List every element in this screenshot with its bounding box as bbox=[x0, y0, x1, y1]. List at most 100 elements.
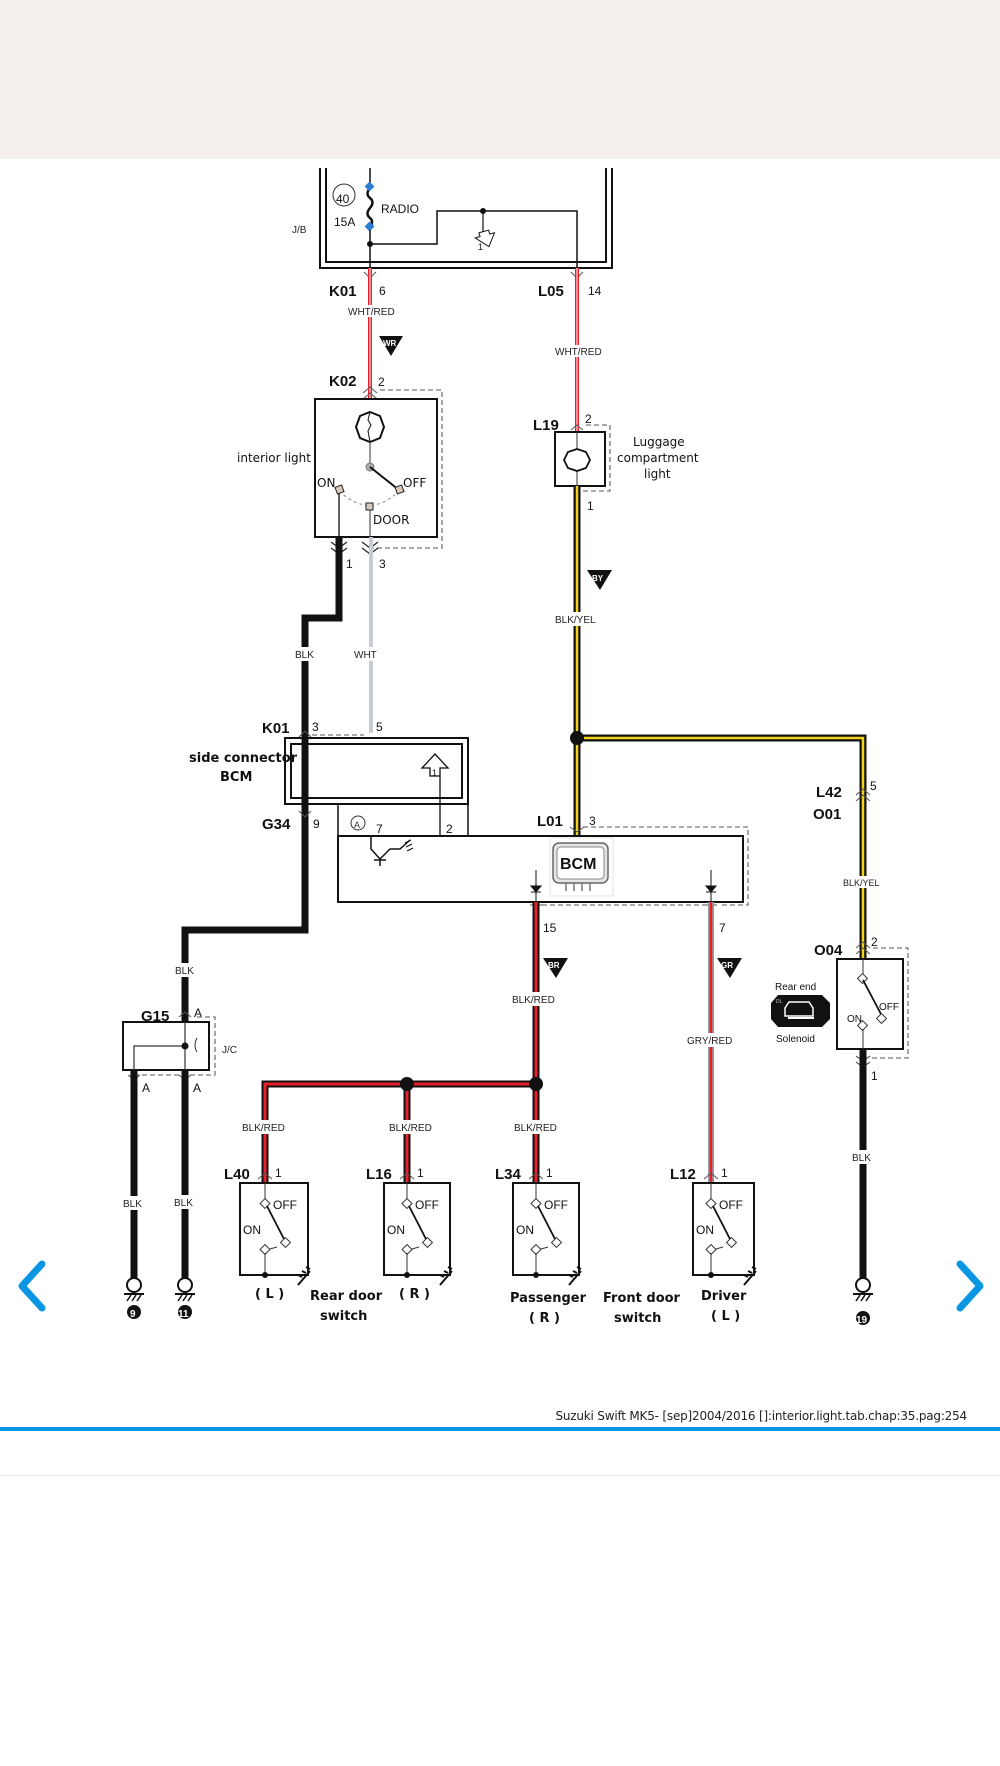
connector-pin: 6 bbox=[379, 284, 386, 298]
connector-pin: 2 bbox=[378, 375, 385, 389]
next-page-button[interactable] bbox=[950, 1258, 990, 1314]
switch-off-label: OFF bbox=[403, 476, 426, 490]
bcm-label: BCM bbox=[560, 856, 596, 873]
connector-pin: 5 bbox=[870, 779, 877, 793]
connector-id: G34 bbox=[262, 816, 291, 833]
ground-number: 9 bbox=[130, 1309, 136, 1320]
connector-id: L12 bbox=[670, 1166, 696, 1183]
connector-id: L16 bbox=[366, 1166, 392, 1183]
side-connector-bcm: K01 3 5 side connector BCM 1 G34 9 A 7 2 bbox=[186, 720, 469, 837]
wire-tag-wr: WR bbox=[379, 336, 403, 356]
ground-9: 9 bbox=[124, 1277, 144, 1320]
wire-tag-by: BY bbox=[587, 570, 612, 590]
connector-id: K01 bbox=[262, 720, 290, 737]
ground-wires-g15: BLK BLK bbox=[121, 1070, 198, 1280]
luggage-light-l19: L19 2 Luggage compartment light 1 bbox=[533, 412, 699, 513]
connector-pin: A bbox=[193, 1081, 201, 1095]
fuse-rating: 15A bbox=[334, 215, 355, 229]
jc-label: J/C bbox=[222, 1045, 237, 1056]
wire-tag-gr: GR bbox=[717, 958, 742, 978]
wire-label: BLK bbox=[175, 966, 194, 977]
connector-pin: 1 bbox=[721, 1166, 728, 1180]
solenoid-icon-tag: DL bbox=[776, 999, 783, 1005]
wire-gry-red: GRY/RED bbox=[685, 902, 741, 1183]
solenoid-icon bbox=[771, 995, 830, 1027]
ground-icon bbox=[177, 1277, 193, 1293]
ground-icon bbox=[855, 1277, 871, 1293]
l34-label-1: Passenger bbox=[510, 1291, 587, 1306]
l34-label-2: ( R ) bbox=[529, 1311, 560, 1326]
side-connector-label: side connector bbox=[189, 751, 298, 766]
divider-blue bbox=[0, 1427, 1000, 1431]
wire-label: BLK/RED bbox=[389, 1123, 432, 1134]
connector-pin: 3 bbox=[312, 720, 319, 734]
divider-gray bbox=[0, 1475, 1000, 1476]
wiring-diagram: J/B 40 15A RADIO 1 K01 6 L05 14 WHT/RED bbox=[0, 159, 1000, 1428]
wire-label: WHT/RED bbox=[555, 347, 602, 358]
wire-label: WHT bbox=[354, 650, 377, 661]
previous-page-button[interactable] bbox=[12, 1258, 52, 1314]
joint-connector-g15: G15 A J/C A A bbox=[122, 1006, 237, 1095]
connector-pin: 2 bbox=[871, 935, 878, 949]
wire-wht-red-l05: WHT/RED bbox=[552, 268, 602, 462]
connector-id: L05 bbox=[538, 283, 564, 300]
switch-on-label: ON bbox=[516, 1223, 534, 1237]
connector-pin: 1 bbox=[275, 1166, 282, 1180]
connector-k01-top: K01 6 bbox=[329, 271, 386, 300]
wire-tag-text: BR bbox=[548, 961, 560, 970]
page-header-bar bbox=[0, 0, 1000, 159]
connector-id: L19 bbox=[533, 417, 559, 434]
luggage-label-1: Luggage bbox=[633, 435, 685, 449]
jb-label: J/B bbox=[292, 225, 307, 236]
switch-off-label: OFF bbox=[273, 1198, 297, 1212]
wire-tag-text: WR bbox=[383, 339, 397, 348]
connector-l42-o01: L42 O01 5 bbox=[813, 779, 877, 823]
connector-pin: 1 bbox=[346, 557, 353, 571]
wire-wht-red-k01: WHT/RED bbox=[345, 268, 395, 420]
ground-number: 19 bbox=[856, 1315, 868, 1326]
wire-label: BLK/RED bbox=[514, 1123, 557, 1134]
switch-on-label: ON bbox=[387, 1223, 405, 1237]
connector-id: L01 bbox=[537, 813, 563, 830]
connector-pin: 1 bbox=[587, 499, 594, 513]
switch-off-label: OFF bbox=[544, 1198, 568, 1212]
wire-blk-yel: BLK/YEL BLK/YEL bbox=[553, 486, 886, 1050]
ground-11: 11 bbox=[175, 1277, 195, 1320]
connector-pin: 2 bbox=[446, 822, 453, 836]
connector-pin: 14 bbox=[588, 284, 602, 298]
wire-blk-o04: BLK bbox=[850, 1049, 876, 1280]
wire-label: BLK/YEL bbox=[555, 615, 596, 626]
connector-id: G15 bbox=[141, 1008, 169, 1025]
connector-pin: 1 bbox=[871, 1069, 878, 1083]
solenoid-label: Solenoid bbox=[776, 1034, 815, 1045]
switch-off-label: OFF bbox=[879, 1002, 899, 1013]
wire-label: BLK/RED bbox=[512, 995, 555, 1006]
switch-off-label: OFF bbox=[719, 1198, 743, 1212]
wire-label: GRY/RED bbox=[687, 1036, 732, 1047]
chassis-ground-icon bbox=[297, 1266, 311, 1286]
luggage-label-3: light bbox=[644, 467, 671, 481]
connector-id: K02 bbox=[329, 373, 357, 390]
chassis-ground-icon bbox=[439, 1266, 453, 1286]
ref-arrow-number: 1 bbox=[432, 768, 437, 778]
l16-side-label: ( R ) bbox=[399, 1287, 430, 1302]
switch-on-label: ON bbox=[696, 1223, 714, 1237]
fuse-icon bbox=[366, 187, 374, 229]
rear-door-label-1: Rear door bbox=[310, 1289, 383, 1304]
connector-id: L34 bbox=[495, 1166, 522, 1183]
diode-icon bbox=[704, 885, 718, 893]
l12-label-1: Driver bbox=[701, 1289, 747, 1304]
fuse-number: 40 bbox=[336, 192, 350, 206]
connector-id: O01 bbox=[813, 806, 841, 823]
ref-arrow-icon bbox=[420, 753, 450, 777]
fuse-name: RADIO bbox=[381, 202, 419, 216]
wire-blk-red: BLK/RED BLK/RED BLK/RED BLK/RED bbox=[240, 902, 563, 1183]
bcm-module: L01 3 BCM 15 7 bbox=[337, 813, 749, 935]
chassis-ground-icon bbox=[568, 1266, 582, 1286]
connector-id: O04 bbox=[814, 942, 843, 959]
luggage-label-2: compartment bbox=[617, 451, 699, 465]
wire-label: WHT/RED bbox=[348, 307, 395, 318]
